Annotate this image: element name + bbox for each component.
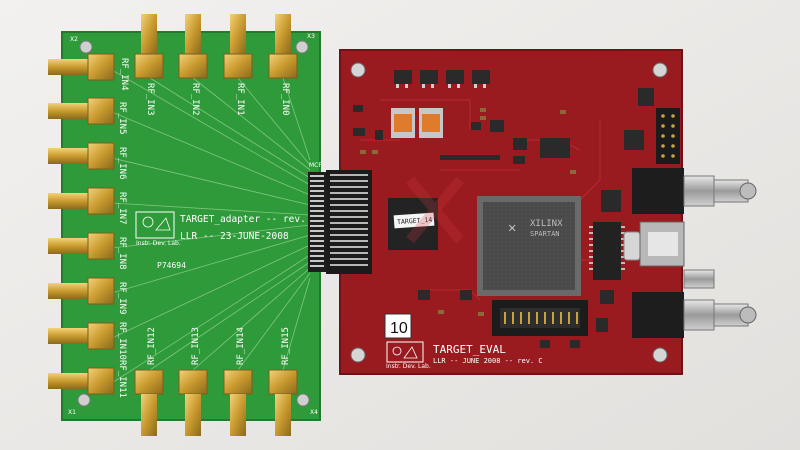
eval-lab-logo: Instr. Dev. Lab. bbox=[386, 341, 431, 370]
xilinx-watermark bbox=[406, 176, 464, 244]
bottom-sma-connectors bbox=[134, 369, 298, 436]
rf-label-left: RF_IN5 bbox=[117, 102, 127, 135]
fpga-logo-icon: ✕ bbox=[508, 220, 516, 236]
mount-hole bbox=[295, 40, 309, 54]
tantalum-capacitors bbox=[391, 108, 443, 138]
sma-connector bbox=[268, 369, 298, 436]
eval-title: TARGET_EVAL bbox=[433, 343, 506, 356]
rf-label-left: RF_IN7 bbox=[117, 192, 127, 225]
rf-label-left: RF_IN6 bbox=[117, 147, 127, 180]
pcb-traces bbox=[111, 69, 311, 384]
adapter-date: LLR -- 23-JUNE-2008 bbox=[180, 231, 289, 242]
rf-label-bottom: RF_IN13 bbox=[191, 327, 201, 365]
rf-label-bottom: RF_IN12 bbox=[147, 327, 157, 365]
usb-connector bbox=[639, 221, 685, 267]
sma-connector bbox=[134, 369, 164, 436]
bnc-connector-bottom bbox=[632, 292, 757, 338]
mount-hole bbox=[652, 347, 668, 363]
rf-label-bottom: RF_IN15 bbox=[281, 327, 291, 365]
eval-logo-text: Instr. Dev. Lab. bbox=[386, 363, 431, 370]
lab-logo-text: Instr. Dev. Lab. bbox=[136, 240, 181, 247]
sma-side-connector bbox=[683, 269, 715, 289]
rf-label-bottom: RF_IN14 bbox=[236, 327, 246, 365]
jtag-header bbox=[656, 108, 680, 164]
rf-label-top: RF_IN0 bbox=[280, 83, 290, 116]
connector-ref: MCF bbox=[309, 162, 322, 169]
serial-number: P74694 bbox=[157, 261, 186, 270]
sma-connector bbox=[48, 232, 115, 260]
corner-label: X4 bbox=[310, 409, 318, 416]
board-number: 10 bbox=[390, 320, 408, 337]
sma-connector bbox=[48, 142, 115, 170]
sma-connector bbox=[178, 369, 208, 436]
fpga-brand: XILINX bbox=[530, 219, 563, 229]
bnc-connector-top bbox=[632, 168, 757, 214]
sma-connector bbox=[268, 14, 298, 79]
sma-connector bbox=[223, 14, 253, 79]
rf-label-top: RF_IN3 bbox=[145, 83, 155, 116]
board-to-board-connector bbox=[308, 172, 326, 272]
fpga-chip: XILINX SPARTAN ✕ bbox=[477, 196, 581, 296]
corner-label: X3 bbox=[307, 33, 315, 40]
sma-connector bbox=[48, 187, 115, 215]
sma-connector bbox=[48, 322, 115, 350]
mount-hole bbox=[652, 62, 668, 78]
top-sma-connectors bbox=[134, 14, 298, 79]
expansion-header bbox=[492, 300, 588, 336]
mount-hole bbox=[350, 347, 366, 363]
rf-label-top: RF_IN4 bbox=[119, 58, 129, 91]
sma-connector bbox=[134, 14, 164, 79]
corner-label: X2 bbox=[70, 36, 78, 43]
corner-label: X1 bbox=[68, 409, 76, 416]
sma-connector bbox=[223, 369, 253, 436]
sma-connector bbox=[48, 277, 115, 305]
eval-subtitle: LLR -- JUNE 2008 -- rev. C bbox=[433, 357, 543, 365]
sma-connector bbox=[48, 53, 115, 81]
left-sma-connectors bbox=[48, 53, 115, 395]
mount-hole bbox=[296, 393, 310, 407]
red-eval-board: TARGET_14 XILINX SPARTAN ✕ bbox=[326, 49, 757, 375]
chip-sticker: TARGET_14 bbox=[397, 216, 433, 226]
rf-label-left: RF_IN10 bbox=[117, 322, 127, 360]
mount-hole bbox=[79, 40, 93, 54]
memory-chip bbox=[589, 222, 625, 280]
sma-connector bbox=[178, 14, 208, 79]
sma-connector bbox=[48, 367, 115, 395]
fpga-family: SPARTAN bbox=[530, 230, 560, 238]
rf-label-top: RF_IN1 bbox=[235, 83, 245, 116]
red-board-header bbox=[326, 170, 372, 274]
rf-label-top: RF_IN2 bbox=[190, 83, 200, 116]
board-number-tag: 10 bbox=[384, 313, 412, 339]
rf-label-left: RF_IN11 bbox=[117, 360, 127, 398]
mount-hole bbox=[350, 62, 366, 78]
crystal bbox=[623, 231, 641, 261]
lab-logo: Instr. Dev. Lab. bbox=[135, 211, 181, 247]
mount-hole bbox=[77, 393, 91, 407]
rf-label-left: RF_IN9 bbox=[117, 282, 127, 315]
voltage-regulators bbox=[394, 70, 490, 88]
green-adapter-board: X2 X3 X1 X4 bbox=[48, 14, 326, 436]
rf-label-left: RF_IN8 bbox=[117, 237, 127, 270]
smd-components bbox=[353, 88, 654, 348]
sma-connector bbox=[48, 97, 115, 125]
target-asic: TARGET_14 bbox=[388, 198, 438, 250]
adapter-title: TARGET_adapter -- rev. A bbox=[180, 214, 318, 225]
